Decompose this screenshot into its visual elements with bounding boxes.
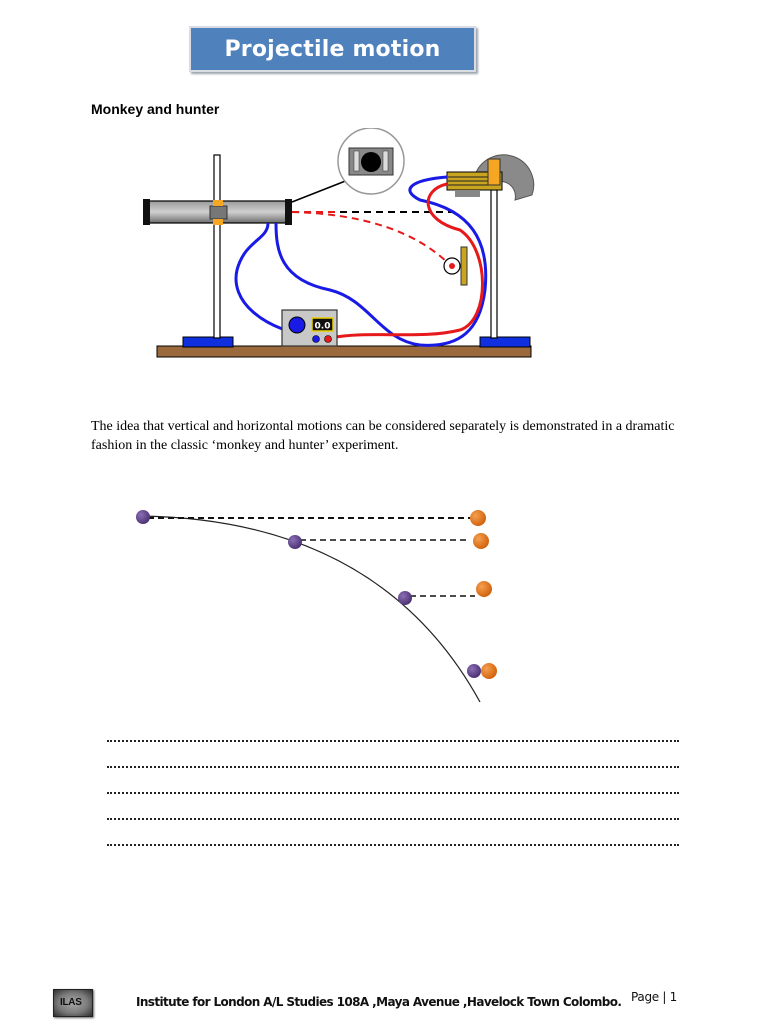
answer-line-3[interactable] (107, 768, 679, 794)
target-plate (460, 246, 468, 286)
page-title: Projectile motion (224, 36, 441, 62)
svg-text:0.0: 0.0 (315, 322, 331, 332)
trajectory-diagram (136, 510, 497, 703)
barrel-end-left (143, 199, 150, 225)
body-paragraph: The idea that vertical and horizontal mo… (91, 419, 675, 453)
projectile-point-2 (288, 535, 302, 549)
red-wire (329, 182, 484, 340)
ilas-logo: ILAS (53, 989, 93, 1017)
left-stand-base (182, 336, 234, 348)
page-number: Page | 1 (631, 990, 677, 1004)
apparatus-diagram: 0.0 (143, 128, 535, 358)
barrel-end-right (285, 199, 292, 225)
answer-line-1[interactable] (107, 716, 679, 742)
footer-address: Institute for London A/L Studies 108A ,M… (136, 995, 622, 1009)
timer-knob (288, 316, 306, 334)
blue-wire-2 (274, 175, 488, 347)
left-stand-rod (213, 154, 221, 339)
projectile-point-4 (467, 664, 481, 678)
target-point-2 (473, 533, 489, 549)
target-point-3 (476, 581, 492, 597)
parabolic-path (141, 515, 481, 703)
projectile-point-3 (398, 591, 412, 605)
target-point-1 (470, 510, 486, 526)
target-point-4 (481, 663, 497, 679)
projectile-point-1 (136, 510, 150, 524)
barrel-clamp (209, 205, 228, 220)
right-stand-base (479, 336, 531, 348)
answer-line-4[interactable] (107, 794, 679, 820)
answer-line-2[interactable] (107, 742, 679, 768)
timer-display (311, 317, 334, 332)
magnet-clip (487, 158, 501, 186)
page-footer: ILAS Institute for London A/L Studies 10… (0, 985, 768, 1021)
right-stand-rod (490, 189, 498, 339)
wooden-base (156, 345, 532, 358)
section-subtitle: Monkey and hunter (91, 101, 220, 117)
blue-wire-1 (234, 222, 321, 340)
page-title-banner: Projectile motion (189, 26, 476, 72)
projectile-path (291, 211, 451, 266)
logo-text: ILAS (60, 997, 82, 1008)
answer-line-5[interactable] (107, 820, 679, 846)
answer-lines (107, 736, 679, 846)
